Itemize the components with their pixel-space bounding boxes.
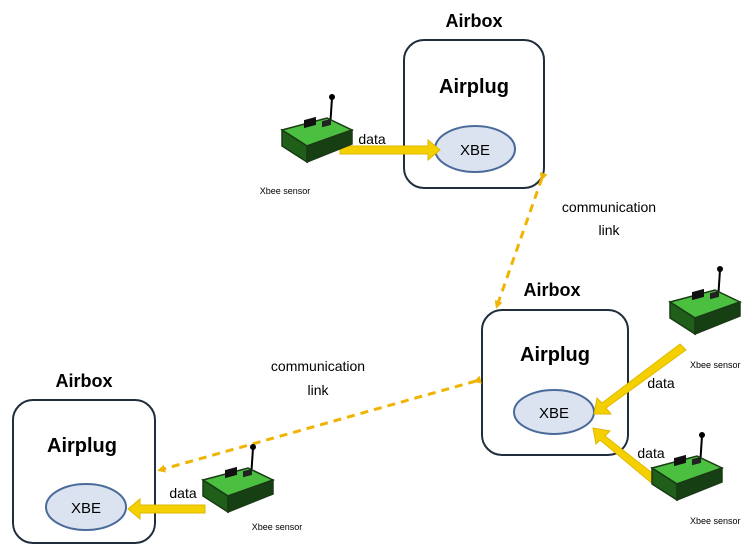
airplug-label: Airplug bbox=[47, 435, 117, 457]
data-label: data bbox=[169, 485, 196, 501]
xbe-label: XBE bbox=[460, 142, 490, 159]
data-label: data bbox=[358, 131, 385, 147]
data-arrow-top: data bbox=[339, 131, 441, 162]
sensor-label: Xbee sensor bbox=[260, 186, 311, 196]
airbox-node-top: Airbox Airplug XBE bbox=[403, 11, 545, 189]
link-label-top: communication link bbox=[562, 199, 656, 238]
airbox-node-right: Airbox Airplug XBE bbox=[481, 280, 629, 456]
data-label: data bbox=[647, 375, 674, 391]
svg-text:communication: communication bbox=[562, 199, 656, 215]
communication-link-left bbox=[157, 375, 482, 473]
airbox-title: Airbox bbox=[55, 371, 112, 391]
svg-text:link: link bbox=[307, 382, 329, 398]
communication-link-top bbox=[494, 171, 548, 309]
sensor-label: Xbee sensor bbox=[690, 516, 741, 526]
data-label: data bbox=[637, 445, 664, 461]
airbox-title: Airbox bbox=[445, 11, 502, 31]
sensor-label: Xbee sensor bbox=[690, 360, 741, 370]
xbee-sensor-top: Xbee sensor bbox=[260, 93, 353, 196]
xbee-sensor-icon bbox=[651, 431, 723, 501]
xbee-sensor-bottom-left: Xbee sensor bbox=[202, 443, 303, 532]
airbox-title: Airbox bbox=[523, 280, 580, 300]
xbe-module bbox=[45, 483, 127, 531]
xbee-sensor-right-lower: Xbee sensor bbox=[651, 431, 741, 526]
airplug-label: Airplug bbox=[439, 76, 509, 98]
sensor-label: Xbee sensor bbox=[252, 522, 303, 532]
data-arrow-right-lower: data bbox=[592, 427, 665, 486]
data-arrow-right-upper: data bbox=[593, 343, 687, 415]
airbox-node-left: Airbox Airplug XBE bbox=[12, 371, 156, 544]
airplug-label: Airplug bbox=[520, 344, 590, 366]
xbee-sensor-icon bbox=[669, 265, 741, 335]
link-label-left: communication link bbox=[271, 358, 365, 398]
data-arrow-bottom-left: data bbox=[127, 485, 206, 521]
xbe-label: XBE bbox=[539, 405, 569, 422]
svg-text:communication: communication bbox=[271, 358, 365, 374]
svg-text:link: link bbox=[598, 222, 620, 238]
xbe-label: XBE bbox=[71, 500, 101, 517]
xbee-sensor-right-upper: Xbee sensor bbox=[669, 265, 741, 370]
